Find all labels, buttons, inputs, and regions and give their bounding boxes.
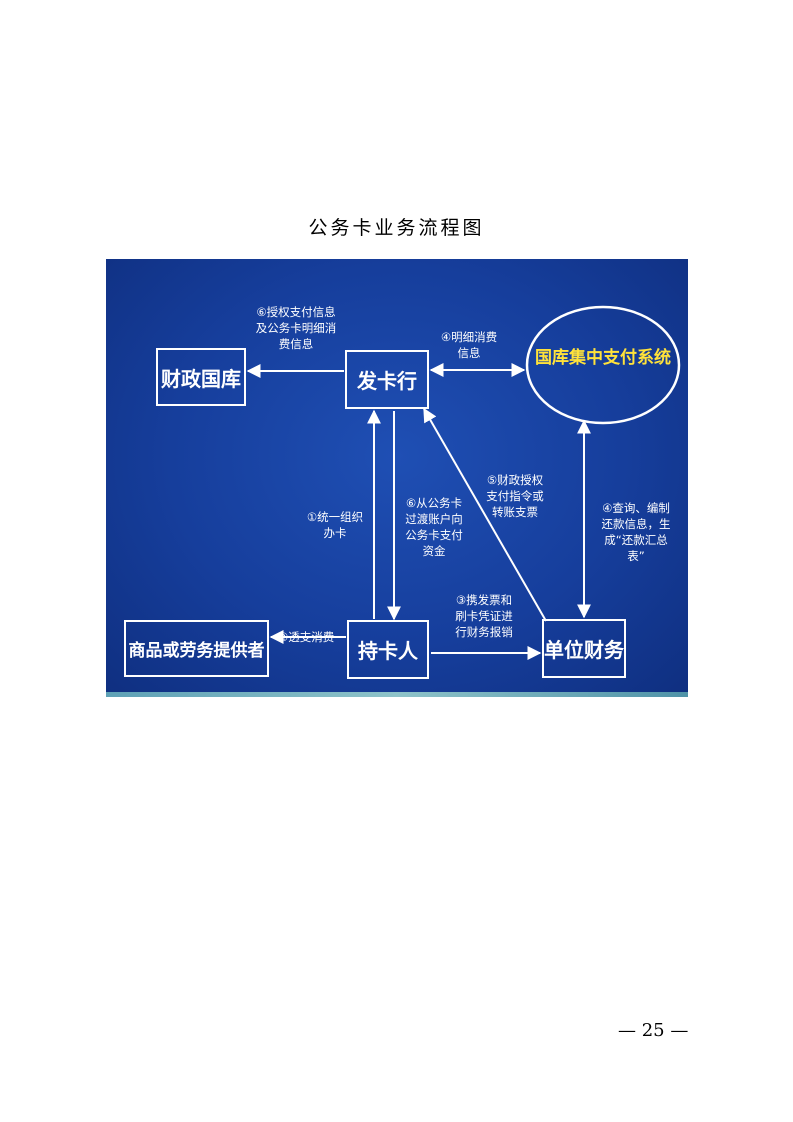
page-number: — 25 — [618,1020,689,1041]
note-unified-apply: ①统一组织 办卡 [306,510,364,540]
note-query-compile: ④查询、编制 还款信息，生 成“还款汇总 表” [601,501,671,563]
note-overdraft: ②透支消费 [278,630,335,644]
note-fiscal-order: ⑤财政授权 支付指令或 转账支票 [486,473,544,519]
page-title: 公务卡业务流程图 [308,217,485,239]
slide-bottom-strip [106,692,688,697]
node-treasury: 财政国库 [156,348,246,406]
note-detail-info: ④明细消费 信息 [440,330,498,360]
node-issuing-bank: 发卡行 [345,350,429,409]
flow-arrows [246,305,681,660]
note-transfer-funds: ⑥从公务卡 过渡账户向 公务卡支付 资金 [405,496,463,558]
node-unit-finance: 单位财务 [542,619,626,678]
node-supplier: 商品或劳务提供者 [124,620,269,677]
arrow-finance-to-bank [423,407,547,622]
payment-system-ellipse [525,305,681,425]
node-payment-system: 国库集中支付系统 [535,348,671,368]
node-cardholder: 持卡人 [347,620,429,679]
note-authorize-info: ⑥授权支付信息 及公务卡明细消 费信息 [255,305,337,351]
note-invoice-reimburse: ③携发票和 刷卡凭证进 行财务报销 [455,593,513,639]
flowchart: 财政国库 发卡行 国库集中支付系统 商品或劳务提供者 持卡人 单位财务 ⑥授权支… [106,259,688,697]
